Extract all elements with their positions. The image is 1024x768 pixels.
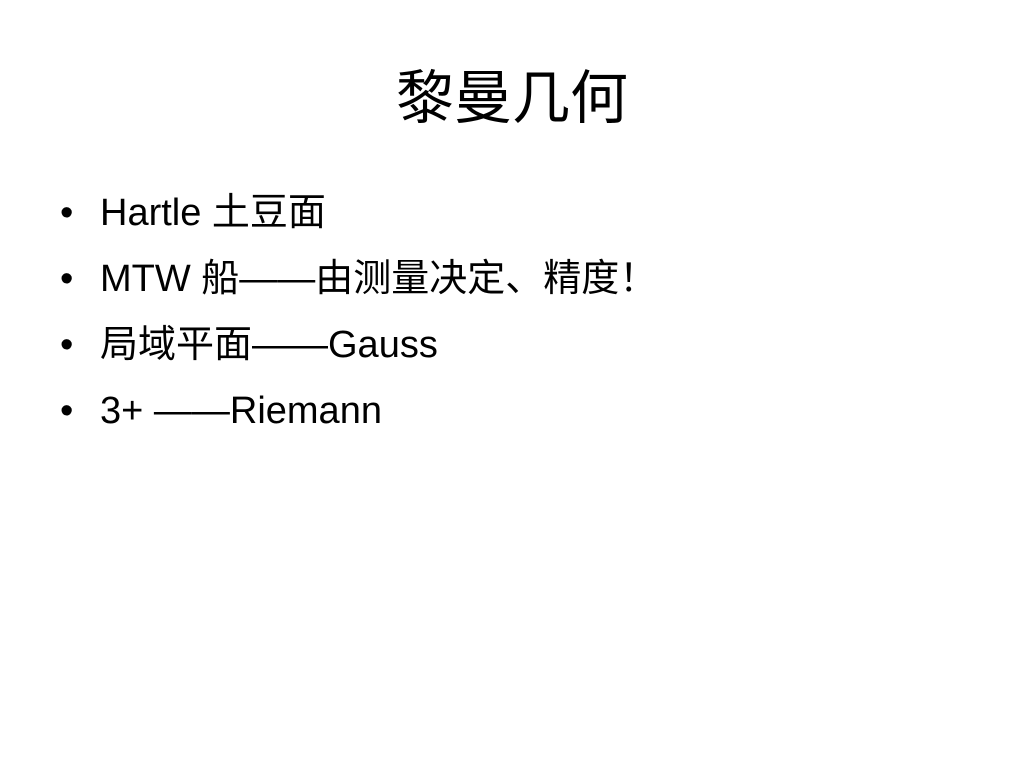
bullet-text: Hartle 土豆面 xyxy=(100,192,326,234)
bullet-text: MTW 船——由测量决定、精度！ xyxy=(100,258,658,300)
bullet-text: 局域平面——Gauss xyxy=(100,324,438,366)
bullet-list: • Hartle 土豆面 • MTW 船——由测量决定、精度！ • 局域平面——… xyxy=(60,180,657,444)
bullet-dot-icon: • xyxy=(60,390,74,432)
bullet-dot-icon: • xyxy=(60,258,74,300)
bullet-text: 3+ ——Riemann xyxy=(100,390,382,432)
bullet-dot-icon: • xyxy=(60,324,74,366)
slide-title: 黎曼几何 xyxy=(395,64,628,132)
bullet-dot-icon: • xyxy=(60,192,74,234)
bullet-item: • MTW 船——由测量决定、精度！ xyxy=(60,246,657,312)
bullet-item: • 3+ ——Riemann xyxy=(60,378,657,444)
bullet-item: • 局域平面——Gauss xyxy=(60,312,657,378)
bullet-item: • Hartle 土豆面 xyxy=(60,180,657,246)
